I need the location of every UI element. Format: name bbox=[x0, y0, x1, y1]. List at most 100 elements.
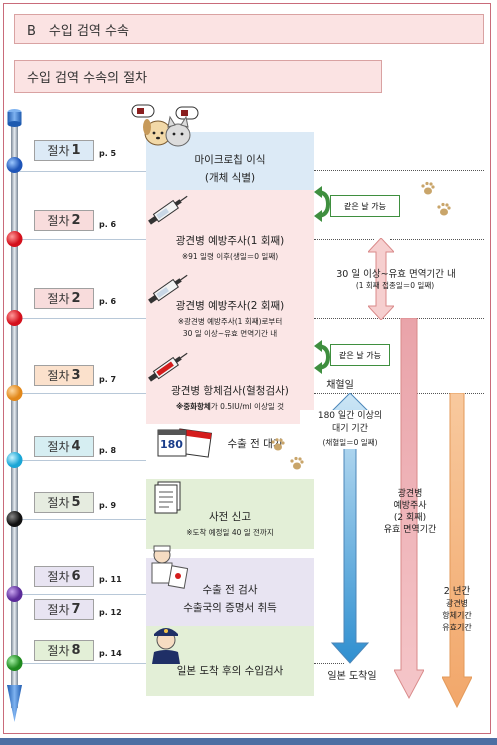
two-years-l2: 광견병 bbox=[445, 599, 469, 608]
dotted-divider bbox=[314, 170, 484, 171]
dotted-divider bbox=[314, 318, 484, 319]
validity-l2: 예방주사 bbox=[393, 501, 427, 511]
timeline-dot-step8 bbox=[6, 655, 23, 671]
pets-icon bbox=[131, 104, 199, 147]
arrival-label: 일본 도착일 bbox=[327, 671, 377, 682]
interval-sub: (1 회째 접종일＝0 일째) bbox=[355, 281, 435, 290]
timeline-dot-step5 bbox=[6, 511, 23, 527]
step-3-page: p. 7 bbox=[99, 375, 117, 384]
guide-line bbox=[14, 594, 146, 595]
timeline-cap bbox=[7, 112, 22, 124]
antibody-title: 광견병 항체검사(혈청검사) bbox=[171, 385, 289, 397]
dotted-divider bbox=[314, 239, 374, 240]
same-day-bracket-2 bbox=[314, 340, 331, 374]
calendar-icon: 180 bbox=[156, 427, 214, 459]
timeline-dot-step2b bbox=[6, 310, 23, 326]
timeline-dot-step6 bbox=[6, 586, 23, 602]
validity-l3: (2 회째) bbox=[393, 513, 427, 523]
step-4-page: p. 8 bbox=[99, 446, 117, 455]
validity-l1: 광견병 bbox=[397, 489, 423, 499]
paw-prints-icon bbox=[421, 181, 451, 216]
microchip-box: 마이크로칩 이식 (개체 식별) bbox=[146, 132, 314, 190]
timeline-dot-step4 bbox=[6, 452, 23, 468]
antibody-note: ※중화항체가 0.5IU/ml 이상일 것 bbox=[146, 401, 314, 412]
microchip-title: 마이크로칩 이식 bbox=[194, 154, 266, 166]
bottom-bar bbox=[0, 738, 497, 745]
timeline-dot-step1 bbox=[6, 157, 23, 173]
validity-l4: 유효 면역기간 bbox=[383, 525, 437, 535]
blood-day-label: 채혈일 bbox=[326, 380, 354, 391]
document-icon bbox=[154, 481, 181, 514]
wait-180-l3: (채혈일＝0 일째) bbox=[322, 438, 378, 447]
wait-180-label: 180 일간 이상의 대기 기간 (채혈일＝0 일째) bbox=[300, 410, 400, 449]
step-1-page: p. 5 bbox=[99, 149, 117, 158]
guide-line bbox=[14, 171, 146, 172]
guide-line bbox=[14, 460, 146, 461]
paw-prints-icon bbox=[271, 438, 304, 470]
two-year-arrow bbox=[442, 393, 472, 709]
section-title: B 수입 검역 수속 bbox=[27, 23, 129, 39]
guide-line bbox=[14, 663, 146, 664]
rabies2-title: 광견병 예방주사(2 회째) bbox=[175, 300, 285, 312]
antibody-note-rest: 가 0.5IU/ml 이상일 것 bbox=[210, 402, 285, 411]
same-day-label-1: 같은 날 가능 bbox=[330, 195, 400, 217]
notice-box: 사전 신고 ※도착 예정일 40 일 전까지 bbox=[146, 479, 314, 549]
dotted-divider bbox=[314, 663, 344, 664]
interval-double-arrow bbox=[368, 238, 394, 320]
timeline-dot-step3 bbox=[6, 385, 23, 401]
step-7-page: p. 12 bbox=[99, 608, 122, 617]
blood-sample-syringe-icon bbox=[148, 352, 188, 382]
guide-line bbox=[14, 519, 146, 520]
calendar-day: 180 bbox=[160, 438, 183, 451]
two-years-l4: 유효기간 bbox=[442, 623, 472, 632]
antibody-note-bold: ※중화항체 bbox=[175, 402, 211, 411]
two-years-l1: 2 년간 bbox=[443, 586, 471, 597]
rabies2-note1: ※광견병 예방주사(1 회째)로부터 bbox=[177, 317, 283, 326]
syringe-icon bbox=[148, 274, 188, 304]
export-exam-title1: 수출 전 검사 bbox=[202, 584, 258, 596]
interval-main: 30 일 이상~유효 면역기간 내 bbox=[336, 269, 456, 280]
rabies2-note2: 30 일 이상~유효 면역기간 내 bbox=[182, 329, 278, 338]
officer-icon bbox=[152, 628, 180, 664]
subtitle-header: 수입 검역 수속의 절차 bbox=[14, 60, 382, 93]
veterinarian-icon bbox=[151, 545, 188, 589]
step-5-page: p. 9 bbox=[99, 501, 117, 510]
same-day-label-2: 같은 날 가능 bbox=[330, 344, 390, 366]
step-2b-page: p. 6 bbox=[99, 297, 117, 306]
import-exam-title: 일본 도착 후의 수입검사 bbox=[176, 665, 284, 677]
wait-180-l2: 대기 기간 bbox=[332, 424, 368, 434]
step-6-page: p. 11 bbox=[99, 575, 122, 584]
validity-arrow bbox=[394, 318, 424, 700]
guide-line bbox=[14, 239, 146, 240]
dotted-divider bbox=[314, 393, 484, 394]
section-header: B 수입 검역 수속 bbox=[14, 14, 484, 44]
subtitle-text: 수입 검역 수속의 절차 bbox=[27, 71, 148, 86]
wait-180-l1: 180 일간 이상의 bbox=[317, 411, 383, 421]
microchip-sub: (개체 식별) bbox=[204, 172, 256, 184]
two-years-l3: 항체기간 bbox=[442, 611, 472, 620]
page-frame bbox=[3, 3, 491, 734]
timeline bbox=[6, 109, 23, 722]
notice-title: 사전 신고 bbox=[209, 511, 251, 523]
wait-title: 수출 전 대기 bbox=[227, 438, 283, 450]
syringe-icon bbox=[148, 195, 188, 225]
timeline-dot-step2a bbox=[6, 231, 23, 247]
two-year-label: 2 년간 광견병 항체기간 유효기간 bbox=[424, 586, 490, 634]
timeline-pole bbox=[11, 118, 18, 708]
guide-line bbox=[14, 318, 146, 319]
notice-note: ※도착 예정일 40 일 전까지 bbox=[186, 528, 274, 537]
step-2a-page: p. 6 bbox=[99, 220, 117, 229]
validity-label: 광견병 예방주사 (2 회째) 유효 면역기간 bbox=[368, 488, 452, 536]
dotted-divider bbox=[390, 239, 484, 240]
same-day-bracket-1 bbox=[314, 186, 331, 222]
timeline-cap-bottom bbox=[7, 121, 22, 127]
guide-line bbox=[14, 393, 146, 394]
